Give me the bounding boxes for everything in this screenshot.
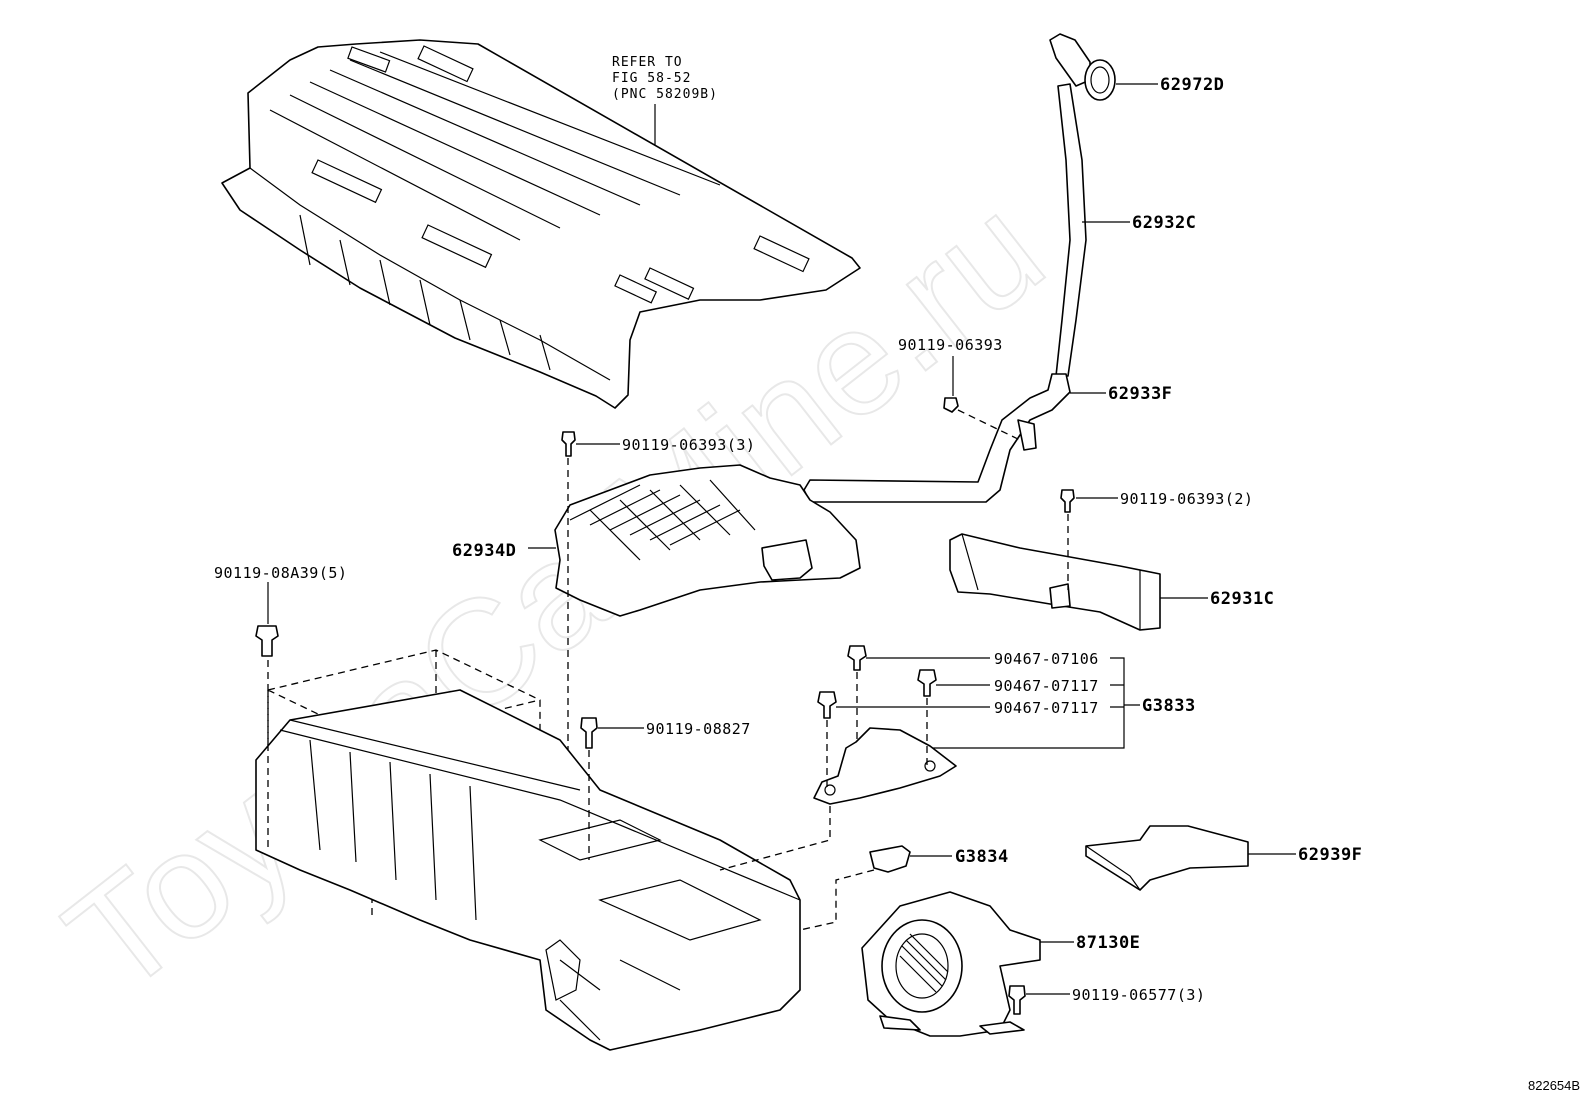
label-62931C[interactable]: 62931C xyxy=(1210,589,1274,609)
hybrid-battery-assembly[interactable] xyxy=(255,649,801,1051)
screw-90119-06577-3[interactable] xyxy=(1008,985,1026,1015)
label-62933F[interactable]: 62933F xyxy=(1108,384,1172,404)
reference-line-1: REFER TO xyxy=(612,55,683,70)
duct-connector xyxy=(761,539,813,581)
screw-90119-08827[interactable] xyxy=(580,717,598,749)
label-90467-07117-b[interactable]: 90467-07117 xyxy=(994,699,1099,717)
bolt-90119-08A39-5[interactable] xyxy=(255,625,279,657)
label-90119-06577-3[interactable]: 90119-06577(3) xyxy=(1072,986,1205,1004)
label-62972D[interactable]: 62972D xyxy=(1160,75,1224,95)
label-90119-08A39-5[interactable]: 90119-08A39(5) xyxy=(214,564,347,582)
label-90119-08827[interactable]: 90119-08827 xyxy=(646,720,751,738)
reference-line-2: FIG 58-52 xyxy=(612,71,691,86)
connector-G3834[interactable] xyxy=(869,845,911,873)
label-62939F[interactable]: 62939F xyxy=(1298,845,1362,865)
bracket-plate[interactable] xyxy=(813,727,957,805)
label-90119-06393-3[interactable]: 90119-06393(3) xyxy=(622,436,755,454)
dash-bracket-to-battery xyxy=(719,806,831,871)
clip-90467-07117-b[interactable] xyxy=(817,691,837,719)
dash-connector-to-battery xyxy=(799,869,875,931)
clip-90467-07106[interactable] xyxy=(847,645,867,671)
label-87130E[interactable]: 87130E xyxy=(1076,933,1140,953)
label-G3834[interactable]: G3834 xyxy=(955,847,1009,867)
bracket-group-G3833 xyxy=(932,657,1140,749)
hose-top-elbow[interactable] xyxy=(1049,33,1116,101)
label-90467-07117-a[interactable]: 90467-07117 xyxy=(994,677,1099,695)
clip-90467-07117-a[interactable] xyxy=(917,669,937,697)
label-90119-06393-2[interactable]: 90119-06393(2) xyxy=(1120,490,1253,508)
foam-pad-62939F[interactable] xyxy=(1085,825,1249,891)
air-duct-62931C[interactable] xyxy=(949,533,1161,631)
figure-code: 822654B xyxy=(1528,1078,1580,1093)
blower-fan-87130E[interactable] xyxy=(861,891,1041,1037)
screw-90119-06393-2[interactable] xyxy=(1060,489,1075,513)
hose-ring xyxy=(1084,59,1116,101)
hose-vertical[interactable] xyxy=(1055,83,1087,377)
battery-upper-cover[interactable] xyxy=(221,39,861,409)
screw-90119-06393[interactable] xyxy=(943,397,959,413)
reference-line-3: (PNC 58209B) xyxy=(612,87,718,102)
label-G3833[interactable]: G3833 xyxy=(1142,696,1196,716)
label-90467-07106[interactable]: 90467-07106 xyxy=(994,650,1099,668)
reference-note: REFER TO FIG 58-52 (PNC 58209B) xyxy=(612,55,718,145)
label-62932C[interactable]: 62932C xyxy=(1132,213,1196,233)
screw-90119-06393-3[interactable] xyxy=(561,431,576,457)
label-62934D[interactable]: 62934D xyxy=(452,541,516,561)
air-duct-62934D[interactable] xyxy=(554,464,861,617)
label-90119-06393[interactable]: 90119-06393 xyxy=(898,336,1003,354)
